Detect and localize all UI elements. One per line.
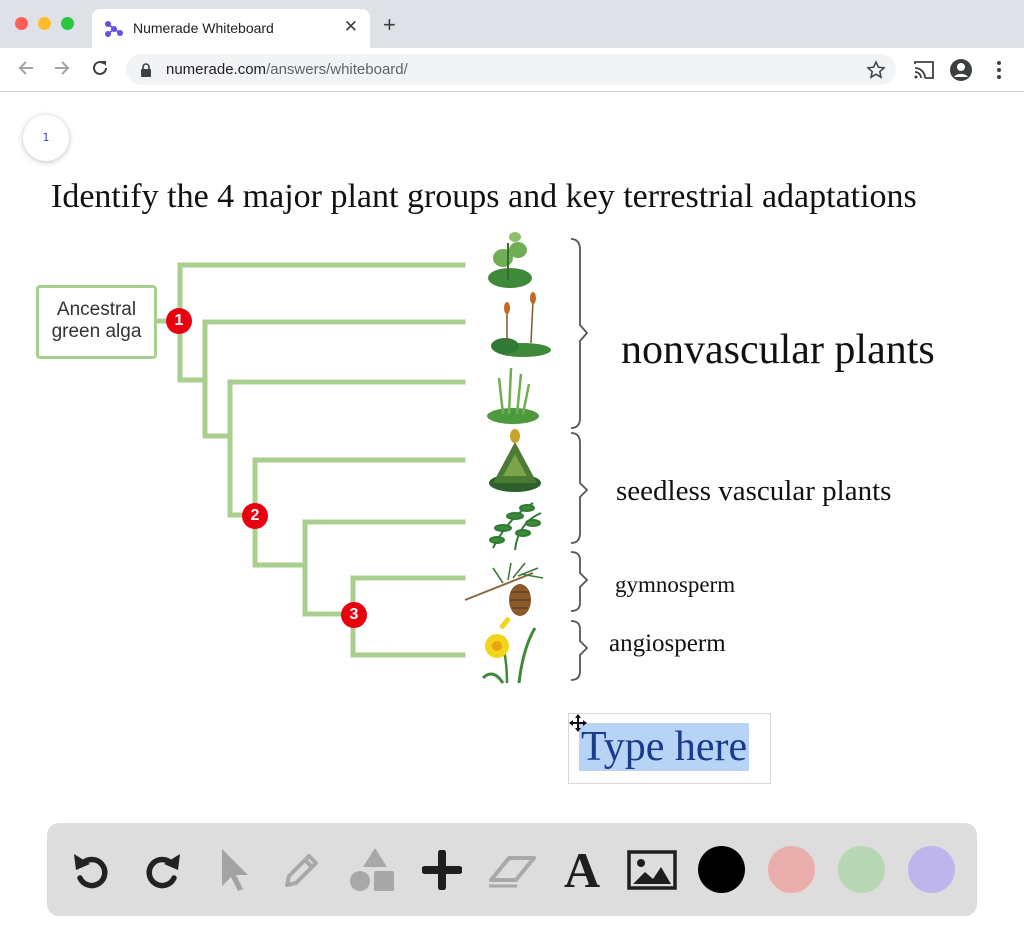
redo-icon — [140, 848, 184, 892]
nonvascular-bracket — [571, 239, 587, 428]
whiteboard-toolbar: A — [47, 823, 977, 916]
select-tool-button[interactable] — [207, 845, 257, 895]
eraser-tool-button[interactable] — [487, 845, 537, 895]
gymnosperm-label: gymnosperm — [615, 572, 735, 598]
color-swatch-green[interactable] — [838, 846, 885, 893]
angiosperm-label: angiosperm — [609, 630, 726, 658]
node-marker-1: 1 — [166, 308, 192, 334]
move-handle-icon[interactable] — [569, 714, 587, 732]
nonvascular-label: nonvascular plants — [621, 326, 935, 374]
hornwort-plant-icon — [487, 368, 539, 424]
select-icon — [212, 846, 252, 894]
add-button[interactable] — [417, 845, 467, 895]
moss-plant-icon — [491, 292, 551, 357]
text-box-content[interactable]: Type here — [579, 723, 749, 771]
image-tool-button[interactable] — [627, 845, 677, 895]
eraser-icon — [487, 850, 537, 890]
pine-cone-plant-icon — [465, 563, 543, 616]
color-swatch-black[interactable] — [698, 846, 745, 893]
ancestral-green-alga-box: Ancestral green alga — [36, 285, 157, 359]
node-marker-2: 2 — [242, 503, 268, 529]
pen-tool-button[interactable] — [277, 845, 327, 895]
color-swatch-pink[interactable] — [768, 846, 815, 893]
redo-button[interactable] — [137, 845, 187, 895]
text-input-box[interactable]: Type here — [568, 713, 771, 784]
image-icon — [627, 850, 677, 890]
fern-plant-icon — [490, 503, 541, 550]
club-moss-plant-icon — [489, 429, 541, 492]
pen-icon — [280, 848, 324, 892]
shapes-tool-button[interactable] — [347, 845, 397, 895]
daffodil-plant-icon — [483, 618, 535, 683]
gymnosperm-bracket — [571, 552, 587, 611]
add-icon — [422, 850, 462, 890]
seedless-vascular-label: seedless vascular plants — [616, 475, 891, 508]
plant-illustrations — [463, 228, 553, 688]
ancestral-label-line2: green alga — [39, 321, 154, 343]
shapes-icon — [347, 845, 397, 895]
liverwort-plant-icon — [488, 232, 532, 288]
undo-icon — [70, 848, 114, 892]
text-tool-button[interactable]: A — [557, 845, 607, 895]
color-swatch-purple[interactable] — [908, 846, 955, 893]
angiosperm-bracket — [571, 621, 587, 680]
node-marker-3: 3 — [341, 602, 367, 628]
undo-button[interactable] — [67, 845, 117, 895]
seedless-bracket — [571, 433, 587, 543]
text-icon: A — [564, 841, 600, 899]
ancestral-label-line1: Ancestral — [39, 299, 154, 321]
